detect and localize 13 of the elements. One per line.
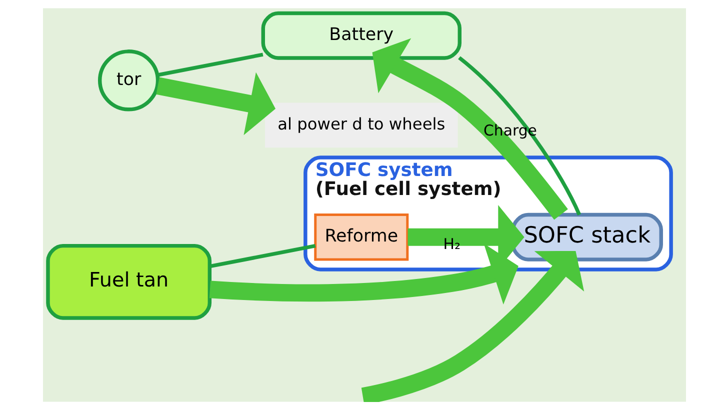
- arrow: [360, 250, 584, 402]
- connector: [209, 244, 316, 268]
- node-box: Fuel tan: [46, 244, 212, 320]
- node-box: Reforme: [314, 213, 408, 261]
- node-box: Battery: [260, 11, 461, 60]
- arrow: [372, 38, 568, 220]
- arrow: [208, 244, 518, 305]
- connector: [156, 52, 263, 77]
- node-box: al power d to wheels: [264, 102, 458, 148]
- arrow: [156, 72, 275, 136]
- connector: [457, 56, 581, 216]
- node-circle: tor: [97, 50, 160, 112]
- node-box: SOFC stack: [510, 212, 662, 262]
